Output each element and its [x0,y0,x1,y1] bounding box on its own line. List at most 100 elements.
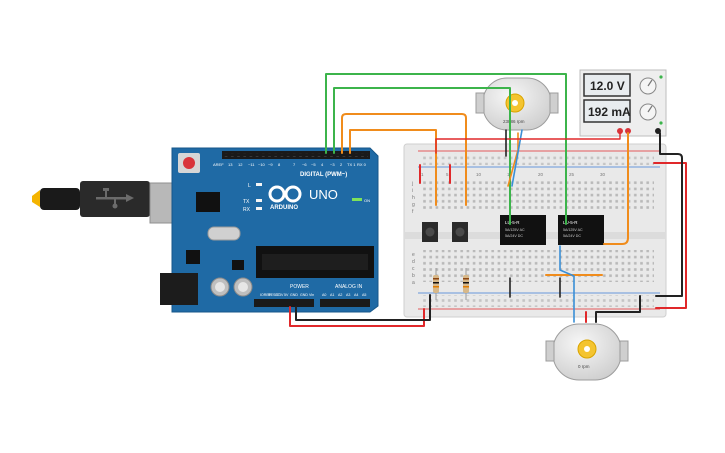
pushbutton-1-cap[interactable] [425,227,435,237]
pin-label-a4: A4 [354,293,358,297]
resistor-1-band-1 [433,278,439,280]
wire-green-2[interactable] [333,87,511,225]
analog-header [320,299,370,307]
led-rx [256,207,262,210]
capacitor-1-top [215,282,225,292]
wire-orange-3[interactable] [603,132,629,245]
aref-label: AREF [213,162,224,167]
resistor-2[interactable] [463,268,469,300]
relay-2-model: LU-5-R [563,220,578,225]
relay-1[interactable]: LU-5-R 5A/125V AC 5A/24V DC [500,215,546,245]
pin-label-8: 8 [278,162,281,167]
relay-2[interactable]: LU-5-R 5A/125V AC 5A/24V DC [558,215,604,245]
crystal-oscillator [207,226,241,241]
digital-pin-labels: 13 12 ~11 ~10 ~9 8 7 ~6 ~5 4 ~3 2 TX 1 R… [228,162,367,167]
row-letter-h: h [412,195,415,201]
capacitor-2-top [238,282,248,292]
usb-chip [196,192,220,212]
small-component [232,260,244,270]
current-mode-led [659,121,663,125]
power-pin-labels: IOREF RESET 3.3V 5V GND GND Vin [260,293,314,297]
power-supply[interactable]: 12.0 V 192 mA [579,69,667,137]
pin-label-3v3: 3.3V [276,293,284,297]
col-number-5: 5 [446,172,449,177]
wire-red-3[interactable] [289,306,425,327]
reset-button-cap[interactable] [183,157,195,169]
wire-orange-1[interactable] [341,113,467,206]
voltage-knob-indicator [647,79,653,87]
terminal-holes-top [420,178,654,210]
row-letter-i: i [412,188,413,194]
positive-terminal-2[interactable] [625,128,631,134]
col-number-10: 10 [476,172,482,177]
wire-red-2[interactable] [653,162,687,309]
voltage-mode-led [659,75,663,79]
led-rx-label: RX [243,207,251,213]
usb-cable-tip [32,190,40,207]
resistor-2-body [463,275,469,293]
pushbutton-2-cap[interactable] [455,227,465,237]
arduino-uno-board[interactable]: 13 12 ~11 ~10 ~9 8 7 ~6 ~5 4 ~3 2 TX 1 R… [32,147,379,313]
relay-2-ac-rating: 5A/125V AC [563,228,583,232]
led-tx [256,199,262,202]
pushbutton-2[interactable] [452,222,468,242]
terminal-holes-bottom [420,250,654,282]
resistor-2-band-3 [463,286,469,288]
relay-1-ac-rating: 5A/125V AC [505,228,525,232]
resistor-1-body [433,275,439,293]
led-l [256,183,262,186]
wire-black-2[interactable] [655,132,683,297]
positive-terminal[interactable] [617,128,623,134]
pin-label-7: 7 [293,162,296,167]
col-number-1: 1 [421,172,424,177]
pin-label-3: ~3 [330,162,335,167]
resistor-1-band-3 [433,286,439,288]
power-jack [160,273,198,305]
pin-label-a0: A0 [322,293,326,297]
pin-label-a1: A1 [330,293,334,297]
atmega-chip [262,254,368,270]
wires [289,73,687,327]
led-l-label: L [248,183,251,189]
pin-label-12: 12 [238,162,243,167]
col-number-20: 20 [538,172,544,177]
motor-bottom-gear-icon [577,339,597,359]
usb-cable-body [40,188,80,210]
motor-top-tab-right [549,92,559,114]
wire-black-4[interactable] [595,295,641,323]
motor-top-gear-icon [505,93,525,113]
motor-top[interactable]: 23886 rpm [475,77,559,131]
pushbutton-1[interactable] [422,222,438,242]
wire-red-1[interactable] [435,132,621,154]
pin-label-4: 4 [321,162,324,167]
current-readout: 192 mA [588,105,631,119]
pin-label-5v: 5V [284,293,289,297]
row-letter-g: g [412,202,415,208]
motor-top-tab-left [475,92,485,114]
led-tx-label: TX [243,199,250,205]
pin-label-9: ~9 [268,162,273,167]
analog-pin-labels: A0 A1 A2 A3 A4 A5 [322,293,366,297]
wire-black-1[interactable] [295,294,431,321]
pin-label-a2: A2 [338,293,342,297]
voltage-display [583,73,631,97]
relay-1-body [500,215,546,245]
motor-bottom-speed-label: 0 rpm [578,364,590,369]
pin-label-a3: A3 [346,293,350,297]
motor-bottom[interactable]: 0 rpm [545,323,629,381]
resistor-1[interactable] [433,268,439,300]
arduino-model-text: UNO [309,187,338,202]
relay-2-dc-rating: 5A/24V DC [563,234,581,238]
arduino-infinity-logo-icon [268,185,302,203]
pin-label-gnd-1: GND [290,293,298,297]
voltage-regulator [186,250,200,264]
current-knob-indicator [647,105,653,113]
pin-label-2: 2 [340,162,343,167]
wire-green-1[interactable] [325,73,567,225]
wire-blue-2[interactable] [559,245,575,323]
wire-orange-2[interactable] [349,129,437,206]
relay-1-dc-rating: 5A/24V DC [505,234,523,238]
led-on-label: ON [364,198,370,203]
resistor-1-band-2 [433,282,439,284]
digital-header-holes [224,153,368,157]
